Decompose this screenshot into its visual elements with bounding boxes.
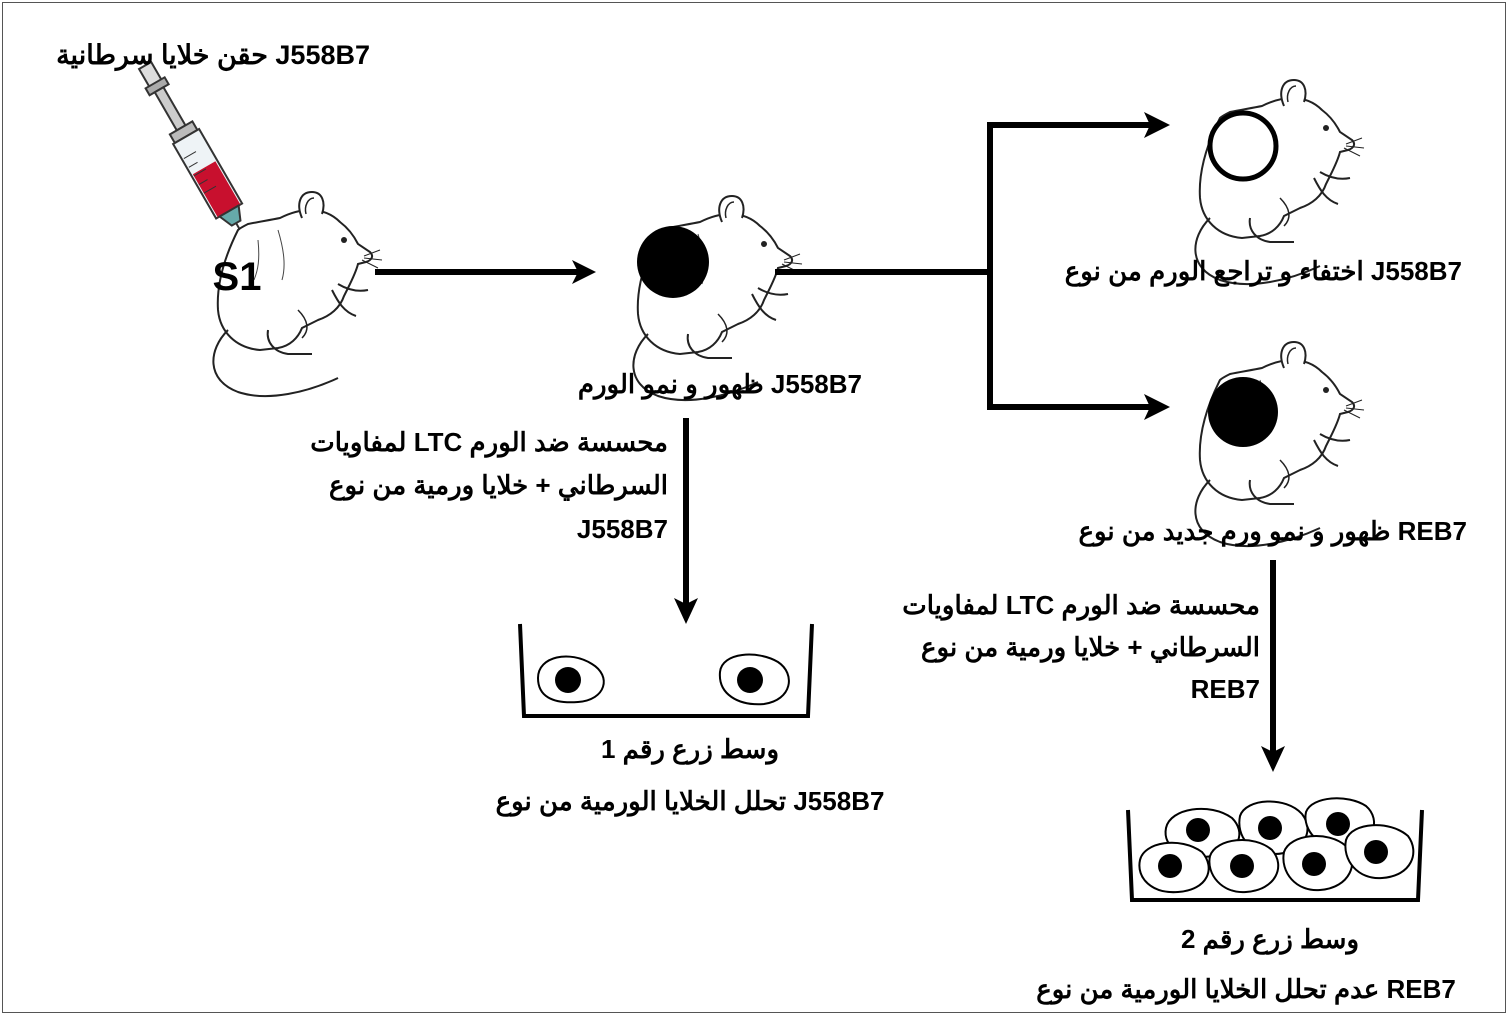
- syringe-icon: [137, 60, 262, 267]
- ltc-left-line-2: السرطاني + خلايا ورمية من نوع: [329, 470, 668, 501]
- ltc-left-line-1: لمفاويات LTC محسسة ضد الورم: [310, 427, 668, 458]
- culture-2-result: عدم تحلل الخلايا الورمية من نوع REB7: [1036, 974, 1456, 1005]
- cell-icon: [536, 655, 605, 704]
- culture-1-result: تحلل الخلايا الورمية من نوع J558B7: [496, 786, 885, 817]
- ltc-right-line-1: لمفاويات LTC محسسة ضد الورم: [902, 590, 1260, 621]
- new-tumor-label: ظهور و نمو ورم جديد من نوع REB7: [1078, 516, 1467, 547]
- ltc-right-line-3: REB7: [1191, 674, 1260, 704]
- tumor-icon: [1208, 377, 1278, 447]
- cell-icon: [718, 653, 790, 706]
- ltc-left-line-3: J558B7: [577, 514, 668, 544]
- ltc-right-line-2: السرطاني + خلايا ورمية من نوع: [921, 632, 1260, 663]
- culture-1-title: وسط زرع رقم 1: [601, 734, 779, 765]
- regression-label: اختفاء و تراجع الورم من نوع J558B7: [1065, 256, 1462, 287]
- culture-dish-icon: [1126, 797, 1424, 902]
- injection-label: حقن خلايا سرطانية J558B7: [56, 40, 370, 72]
- tumor-growth-label: ظهور و نمو الورم J558B7: [578, 369, 862, 400]
- tumor-icon: [1207, 110, 1279, 182]
- culture-2-title: وسط زرع رقم 2: [1181, 924, 1359, 955]
- tumor-icon: [637, 226, 709, 298]
- mouse-s1-label: S1: [213, 255, 262, 299]
- culture-dish-icon: [518, 623, 814, 718]
- mouse-icon: [1194, 79, 1365, 286]
